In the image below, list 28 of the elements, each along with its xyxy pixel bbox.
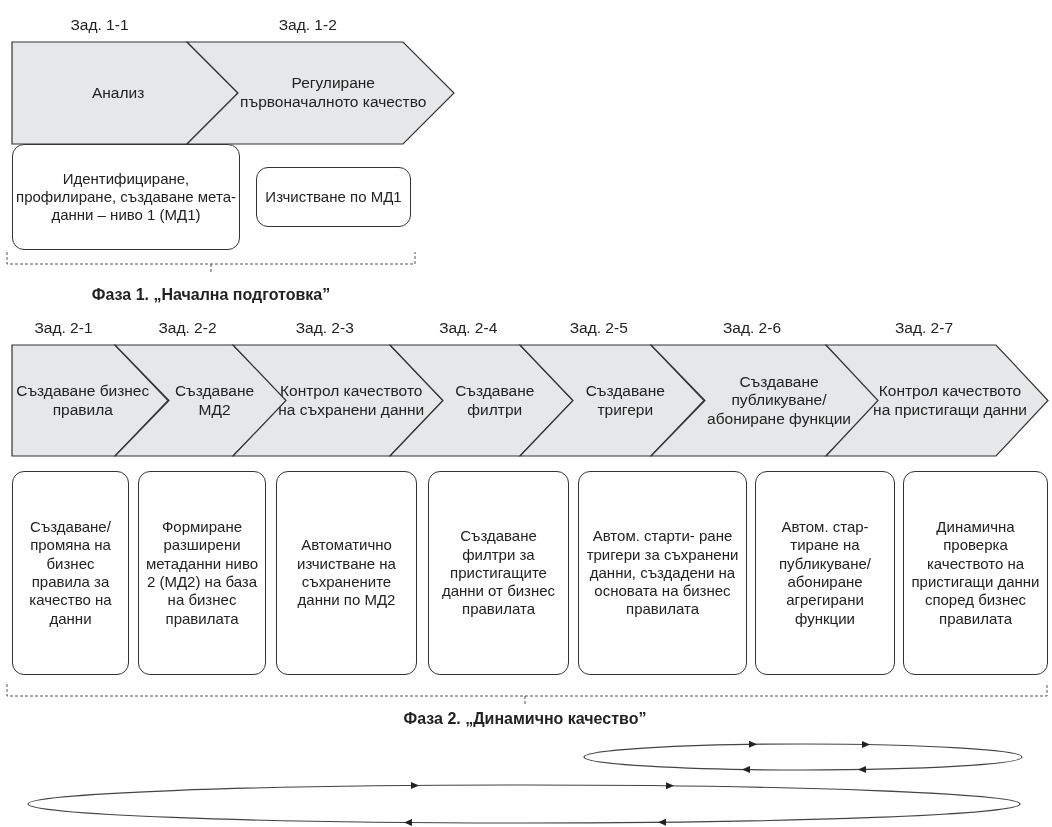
step-title: Контрол качеството на пристигащи данни	[872, 381, 1028, 420]
step-number: Зад. 2-5	[569, 319, 628, 337]
phase-label: Фаза 2. „Динамично качество”	[403, 710, 647, 728]
task-box: Автом. стар- тиране на публикуване/ абониране агрегирани функции	[755, 471, 895, 675]
step-title: Контрол качеството на съхранени данни	[278, 381, 425, 420]
phase-label: Фаза 1. „Начална подготовка”	[91, 286, 331, 304]
task-box: Идентифициране, профилиране, създаване мета- данни – ниво 1 (МД1)	[12, 144, 240, 250]
step-title: Създаване филтри	[454, 381, 536, 420]
step-number: Зад. 1-1	[70, 16, 129, 34]
step-title: Създаване тригери	[584, 381, 666, 420]
task-box: Изчистване по МД1	[256, 167, 411, 227]
step-number: Зад. 2-4	[439, 319, 498, 337]
step-title: Създаване публикуване/ абониране функции	[706, 372, 852, 429]
step-title: Създаване бизнес правила	[16, 381, 150, 420]
step-number: Зад. 2-3	[295, 319, 354, 337]
task-box: Автоматично изчистване на съхранените данни по МД2	[276, 471, 417, 675]
step-number: Зад. 2-6	[723, 319, 781, 337]
step-title: Създаване МД2	[173, 381, 256, 420]
task-box: Формиране разширени метаданни ниво 2 (МД2) на база на бизнес правилата	[138, 471, 266, 675]
task-box: Автом. старти- ране тригери за съхранени данни, създадени на основата на бизнес правилата	[578, 471, 747, 675]
step-title: Регулиране първоначалното качество	[239, 74, 428, 112]
step-number: Зад. 2-2	[158, 319, 217, 337]
task-box: Създаване/ промяна на бизнес правила за качество на данни	[12, 471, 129, 675]
step-number: Зад. 2-1	[34, 319, 93, 337]
task-box: Създаване филтри за пристигащите данни от бизнес правилата	[428, 471, 569, 675]
task-box: Динамична проверка качеството на пристигащи данни според бизнес правилата	[903, 471, 1048, 675]
step-number: Зад. 2-7	[895, 319, 953, 337]
step-number: Зад. 1-2	[278, 16, 337, 34]
